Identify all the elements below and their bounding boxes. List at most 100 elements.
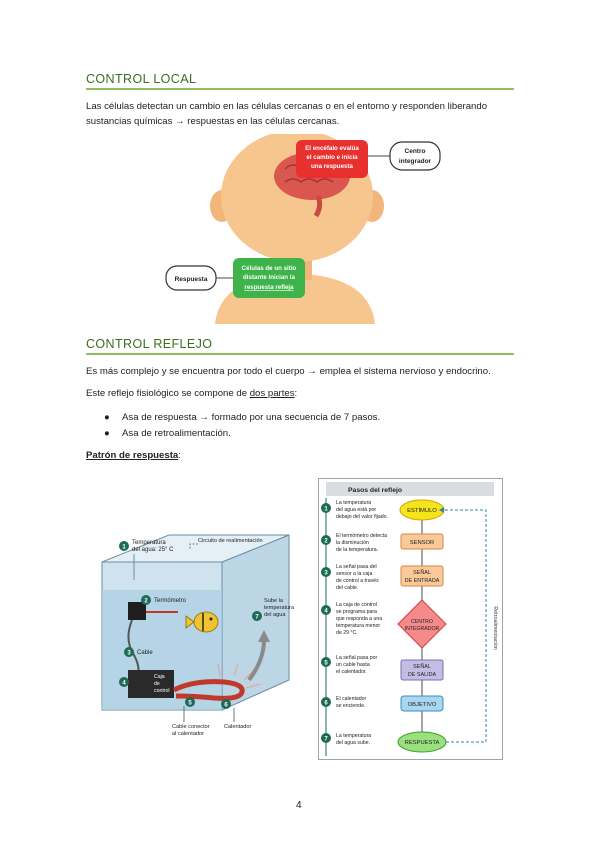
step-row-1: 1 La temperatura del agua está por debaj… — [321, 500, 388, 520]
feedback-loop — [444, 509, 487, 743]
step-text: El termómetro detecta — [336, 533, 387, 539]
step-number: 6 — [224, 703, 228, 709]
step-number: 6 — [324, 701, 328, 707]
step-badge — [141, 595, 151, 605]
sube-line: Sube la — [264, 598, 284, 604]
step-text: del agua está por — [336, 507, 376, 513]
box-sensor — [400, 533, 444, 550]
red-box-line: el cambio e inicia — [306, 154, 358, 161]
step-text: La temperatura — [336, 500, 371, 506]
box-objetivo — [400, 695, 444, 712]
brain-fold — [284, 178, 334, 183]
step-row-5: 5 La señal pasa por un cable hasta el ca… — [321, 655, 378, 675]
bullet-icon: ● — [104, 412, 110, 423]
step-text: del cable. — [336, 585, 358, 591]
caja-line: control — [154, 688, 170, 694]
step-row-4: 4 La caja de control se programa para qu… — [321, 602, 382, 636]
box-label: SENSOR — [410, 540, 434, 546]
step-badge — [119, 677, 129, 687]
centro-integrador-box — [389, 141, 441, 171]
arrow-head — [258, 630, 270, 642]
tank-top — [101, 534, 290, 563]
step-row-3: 3 La señal pasa del sensor a la caja de … — [321, 564, 379, 591]
bullet-icon: ● — [104, 428, 110, 439]
step-text: sensor a la caja — [336, 571, 372, 577]
centro-line: integrador — [399, 158, 432, 165]
step-text: El calentador — [336, 696, 367, 702]
cable-label: Cable — [137, 650, 153, 656]
sube-line: del agua — [264, 612, 286, 618]
aquarium-diagram: 2 Termómetro 3 Cable 4 Caja de control 5… — [101, 534, 295, 737]
red-box-line: una respuesta — [311, 163, 354, 170]
calentador-label: Calentador — [224, 724, 252, 730]
step1-line: Temperatura — [132, 540, 166, 546]
box-label: CENTRO — [411, 619, 433, 625]
distant-cells-box — [233, 258, 305, 298]
centro-line: Centro — [405, 148, 426, 155]
step-number: 3 — [324, 571, 328, 577]
step-number: 1 — [324, 507, 328, 513]
list-item: ●Asa de respuesta → formado por una secu… — [94, 410, 524, 426]
fish-eye — [209, 617, 213, 621]
green-box-line: distante inician la — [243, 274, 295, 281]
control-box — [128, 670, 174, 698]
step-badge — [221, 699, 231, 709]
step-number: 7 — [324, 737, 328, 743]
step-text: de 29 °C. — [336, 630, 358, 636]
step-row-6: 6 El calentador se enciende. — [321, 696, 367, 709]
step-text: del agua sube. — [336, 740, 370, 746]
box-centro-integrador — [397, 599, 447, 649]
heater-coil — [172, 679, 245, 701]
heat-rays — [217, 663, 261, 689]
cable-conector-line: Cable conector — [172, 724, 210, 730]
list-item-text: Asa de retroalimentación. — [122, 428, 231, 439]
step-text: debajo del valor fijado. — [336, 514, 388, 520]
box-label: ESTÍMULO — [407, 507, 437, 514]
sube-line: temperatura — [264, 605, 295, 611]
step-number: 5 — [324, 661, 328, 667]
circuit-label: Circuito de realimentación — [198, 538, 263, 544]
step-number: 2 — [144, 599, 148, 605]
box-label: OBJETIVO — [408, 702, 437, 708]
step-badge — [185, 697, 195, 707]
list-item: ● Asa de retroalimentación. — [94, 426, 524, 442]
step-number: 2 — [324, 539, 328, 545]
green-box-line: respuesta refleja — [244, 284, 294, 291]
pattern-label-text: Patrón de respuesta — [86, 450, 179, 461]
feedback-arrow-head — [439, 507, 444, 513]
box-senal-salida — [400, 659, 444, 681]
step-text: que responda a una — [336, 616, 382, 622]
step-text: La señal pasa por — [336, 655, 378, 661]
step-text: La señal pasa del — [336, 564, 377, 570]
step1-line: del agua: 25° C — [132, 547, 174, 553]
step-number: 7 — [255, 615, 259, 621]
diagram-title: Pasos del reflejo — [348, 487, 402, 494]
step-text: se enciende. — [336, 703, 365, 709]
step-text: La temperatura — [336, 733, 371, 739]
paragraph-control-local: Las células detectan un cambio en las cé… — [86, 99, 526, 129]
red-box-line: El encéfalo evalúa — [305, 145, 359, 152]
section-divider — [86, 353, 514, 355]
step-badge — [124, 647, 134, 657]
step-number: 5 — [188, 701, 192, 707]
step-text: un cable hasta — [336, 662, 370, 668]
box-label: DE ENTRADA — [405, 578, 440, 584]
fish-icon — [193, 611, 219, 633]
head-diagram: El encéfalo evalúa el cambio e inicia un… — [165, 134, 441, 324]
page-number: 4 — [296, 800, 302, 811]
box-label: DE SALIDA — [408, 672, 437, 678]
diagram-title-bar — [326, 482, 494, 496]
step-row-7: 7 La temperatura del agua sube. — [321, 733, 371, 746]
feedback-dashed-line — [189, 543, 198, 550]
step-text: temperatura menor — [336, 623, 380, 629]
parts-suffix: : — [294, 388, 298, 399]
box-senal-entrada — [400, 565, 444, 587]
caja-line: Caja — [154, 674, 165, 680]
caja-line: de — [154, 681, 160, 687]
step-number: 1 — [122, 545, 126, 551]
brain-evaluates-box — [296, 140, 368, 178]
box-label: SEÑAL — [413, 569, 431, 576]
reflex-steps-diagram: Pasos del reflejo 1 La temperatura del a… — [318, 478, 503, 760]
section-heading-control-local: CONTROL LOCAL — [86, 72, 197, 86]
brain-stem — [313, 195, 323, 218]
